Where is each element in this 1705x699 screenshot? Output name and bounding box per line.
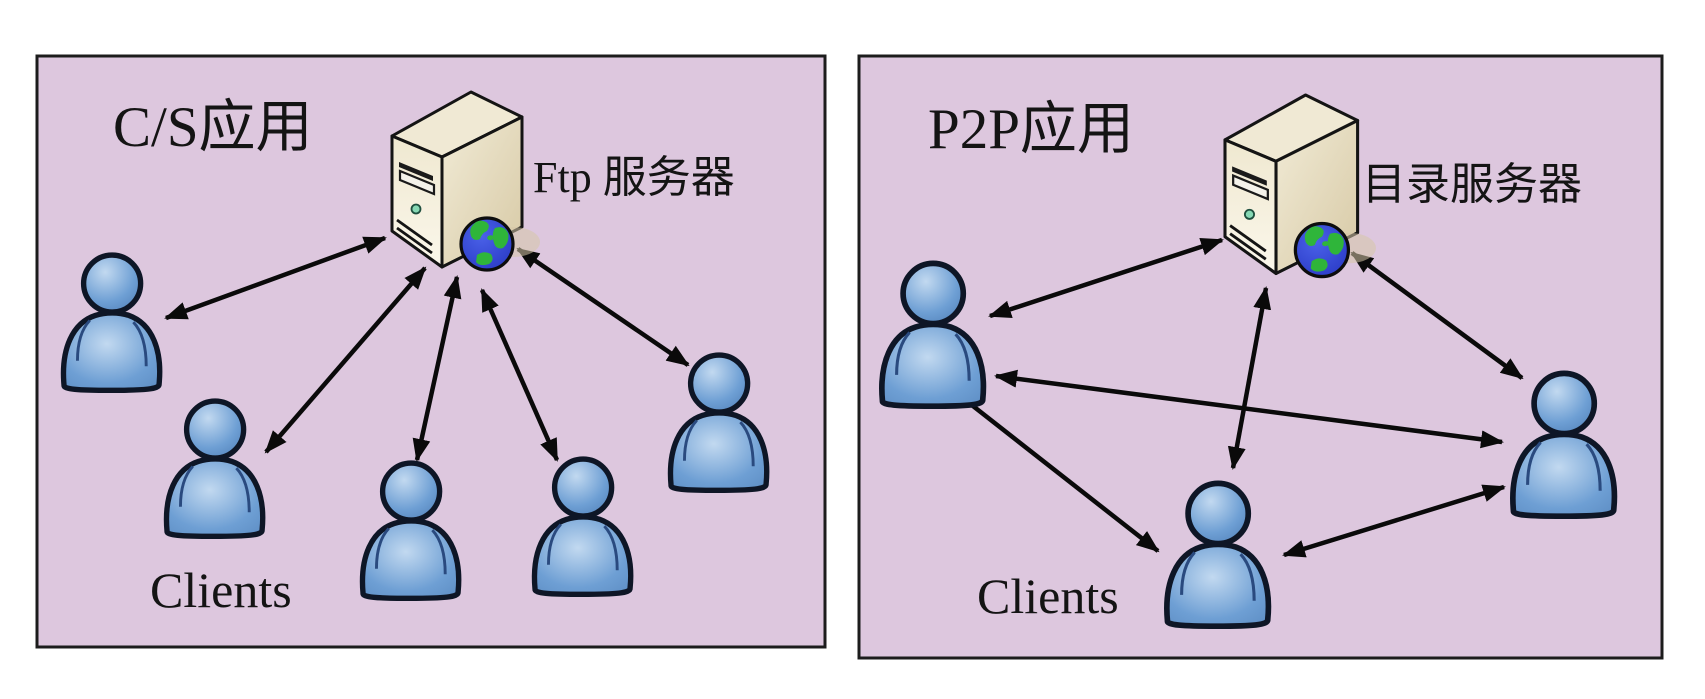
p2p-links-layer (948, 237, 1524, 558)
link-arrow (1282, 484, 1506, 558)
cs-clients-label: Clients (150, 562, 292, 618)
cs-links-layer (164, 235, 690, 462)
cs-panel: C/S应用 Ftp 服务器 Clients (35, 54, 827, 649)
link-arrow (1350, 251, 1524, 380)
p2p-panel-title: P2P应用 (928, 98, 1134, 161)
p2p-clients-label: Clients (977, 568, 1119, 624)
link-arrow (516, 247, 690, 367)
cs-server-label: Ftp 服务器 (533, 153, 735, 202)
cs-panel-title: C/S应用 (113, 96, 313, 159)
link-arrow (988, 237, 1224, 319)
link-arrow (948, 386, 1160, 553)
p2p-panel: P2P应用 目录服务器 Clients (857, 54, 1664, 660)
link-arrow (264, 266, 427, 454)
p2p-server-label: 目录服务器 (1362, 160, 1582, 209)
link-arrow (412, 275, 462, 462)
link-arrow (479, 288, 560, 462)
